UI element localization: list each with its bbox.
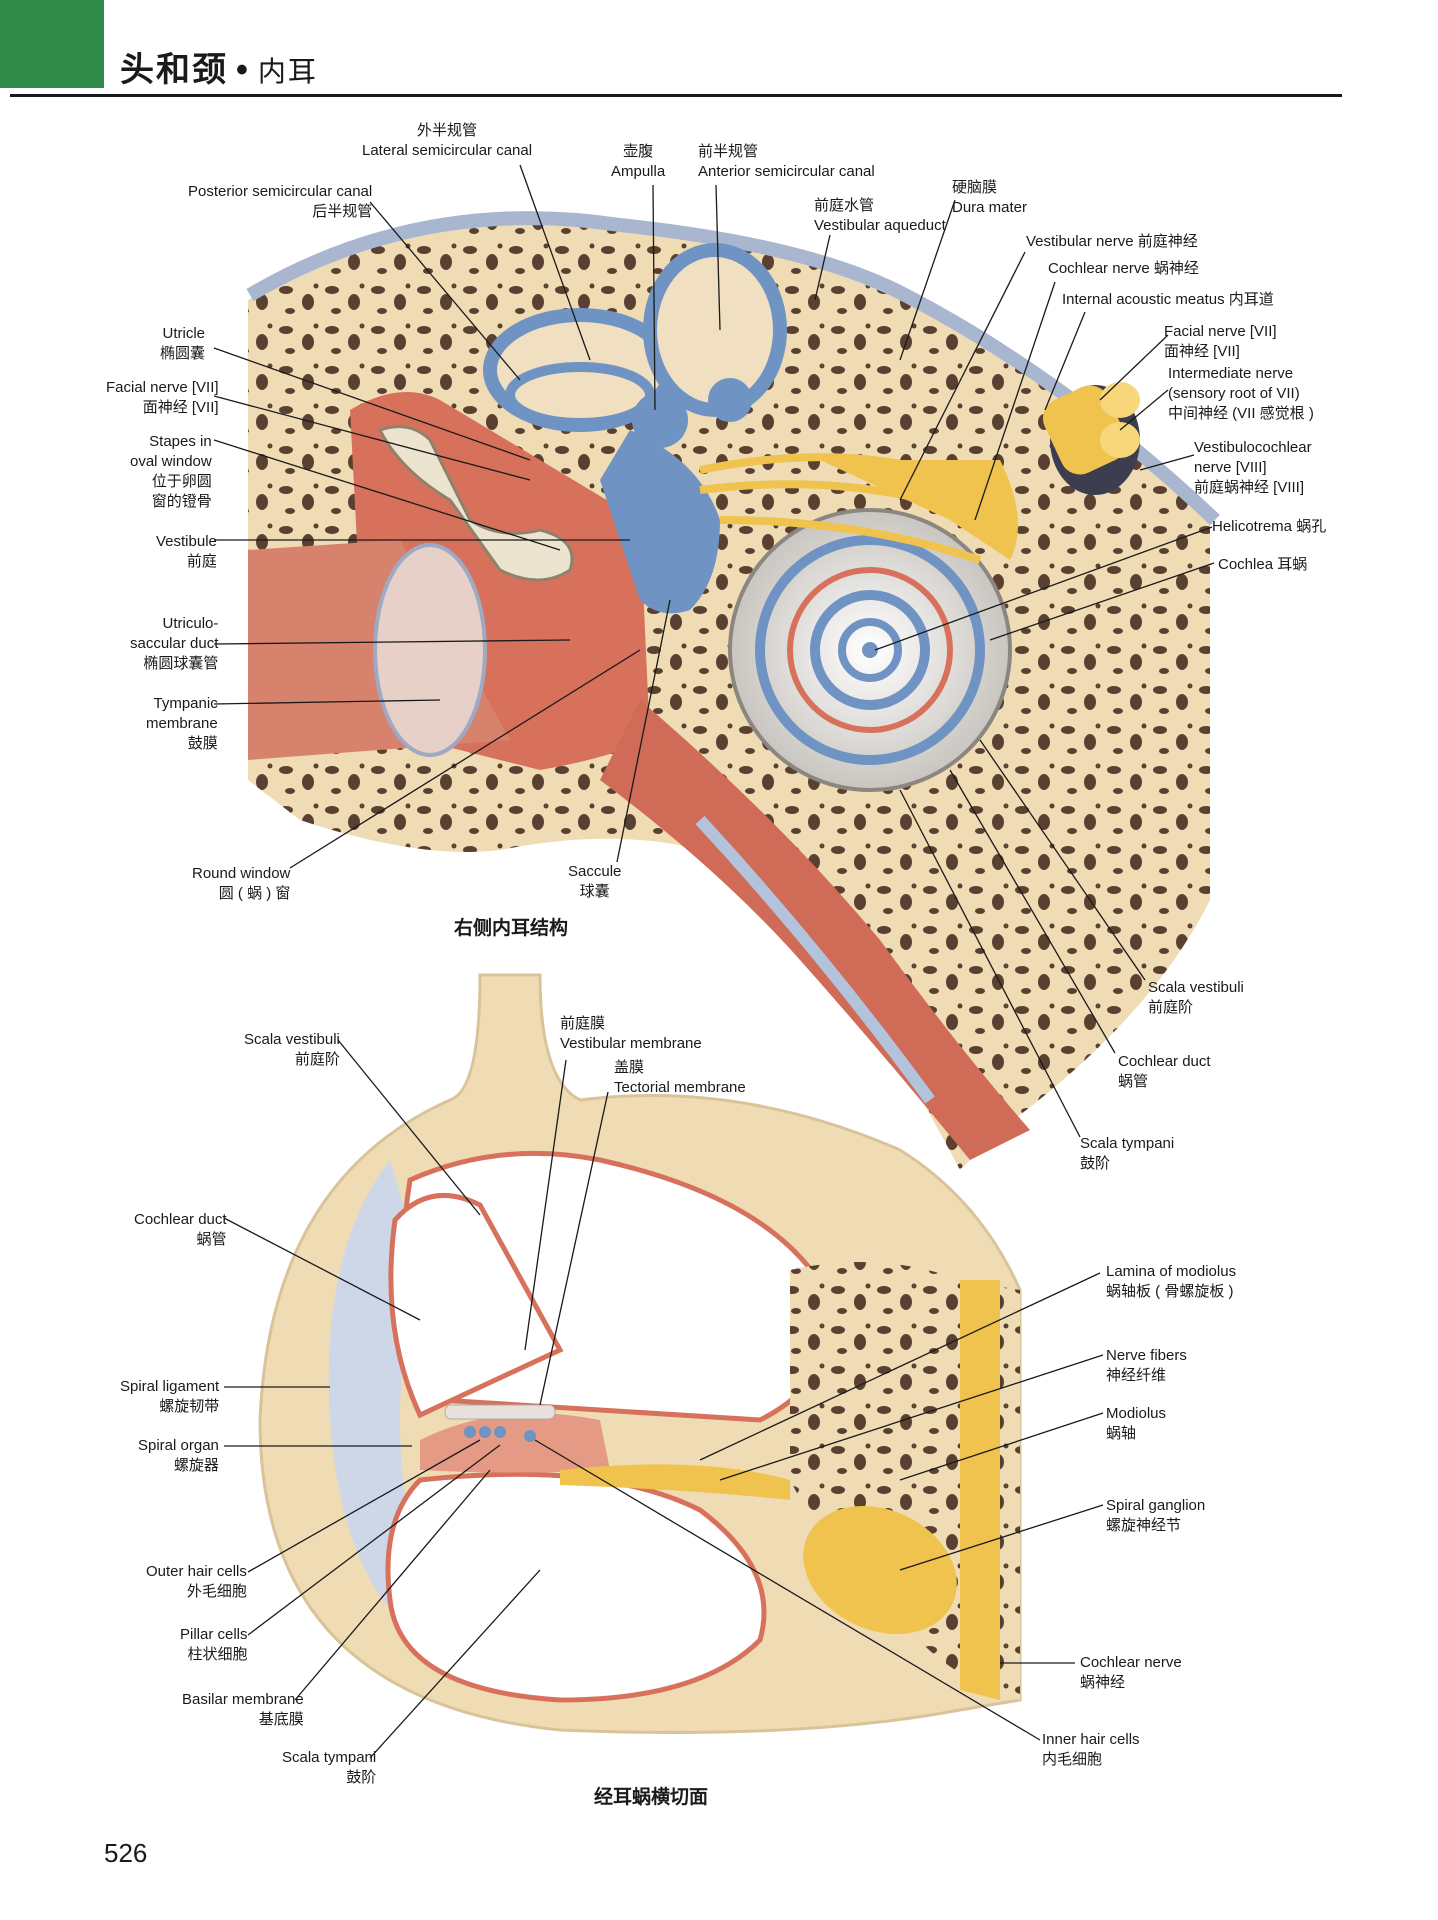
header-subtitle: 内耳: [257, 56, 318, 87]
label-scala-tympani-top: Scala tympani 鼓阶: [1080, 1135, 1175, 1172]
label-scala-vestibuli-bottom: Scala vestibuli 前庭阶: [244, 1031, 340, 1068]
spiral-organ-shape: [420, 1404, 610, 1473]
label-spiral-ligament: Spiral ligament 螺旋韧带: [120, 1378, 220, 1415]
header-rule: [10, 94, 1342, 97]
label-lateral-canal: 外半规管 Lateral semicircular canal: [362, 122, 533, 159]
label-lamina-modiolus: Lamina of modiolus 蜗轴板 ( 骨螺旋板 ): [1106, 1263, 1237, 1300]
semicircular-canals: [483, 243, 787, 448]
label-scala-tympani-bottom: Scala tympani 鼓阶: [282, 1749, 377, 1786]
tympanic-membrane-shape: [373, 543, 487, 757]
label-intermediate-nerve: Intermediate nerve (sensory root of VII)…: [1168, 365, 1314, 422]
header-title: 头和颈: [120, 51, 228, 89]
bottom-leader-lines: [223, 1039, 1104, 1759]
label-tympanic-membrane: Tympanic membrane 鼓膜: [146, 695, 218, 752]
label-cochlear-nerve-bottom: Cochlear nerve 蜗神经: [1080, 1654, 1182, 1691]
label-outer-hair-cells: Outer hair cells 外毛细胞: [146, 1563, 247, 1600]
top-leader-lines: [213, 164, 1215, 1138]
label-modiolus: Modiolus 蜗轴: [1106, 1405, 1167, 1442]
stapes-bone: [377, 425, 574, 582]
cochlea-spiral: [728, 508, 1012, 792]
page-number: 526: [104, 1838, 148, 1868]
label-facial-nerve-left: Facial nerve [VII] 面神经 [VII]: [106, 379, 219, 416]
bottom-figure-caption: 经耳蜗横切面: [594, 1787, 709, 1808]
label-ampulla: 壶腹 Ampulla: [611, 143, 666, 180]
label-cochlear-nerve-top: Cochlear nerve 蜗神经: [1048, 260, 1199, 277]
label-scala-vestibuli-top: Scala vestibuli 前庭阶: [1148, 979, 1244, 1016]
header-separator: •: [236, 51, 250, 89]
label-internal-meatus: Internal acoustic meatus 内耳道: [1062, 291, 1274, 308]
top-figure-drawing: [246, 211, 1220, 1171]
page-header: 头和颈•内耳: [120, 42, 318, 91]
label-dura-mater: 硬脑膜 Dura mater: [952, 179, 1028, 216]
label-round-window: Round window 圆 ( 蜗 ) 窗: [192, 865, 291, 902]
label-stapes: Stapes in oval window 位于卵圆 窗的镫骨: [130, 433, 212, 510]
label-cochlear-duct-top: Cochlear duct 蜗管: [1118, 1053, 1211, 1090]
osseous-lamina: [560, 1464, 790, 1500]
vestibule-sac: [600, 430, 720, 614]
label-vestibular-membrane: 前庭膜 Vestibular membrane: [560, 1015, 702, 1052]
chapter-tab: [0, 0, 104, 88]
cochlear-duct-chamber: [388, 1192, 564, 1419]
label-helicotrema: Helicotrema 蜗孔: [1212, 518, 1327, 535]
label-inner-hair-cells: Inner hair cells 内毛细胞: [1042, 1731, 1140, 1768]
label-vestibulocochlear: Vestibulocochlear nerve [VIII] 前庭蜗神经 [VI…: [1194, 439, 1312, 496]
cochlear-nerve-trunk: [960, 1280, 1000, 1700]
label-tectorial-membrane: 盖膜 Tectorial membrane: [614, 1059, 746, 1096]
label-basilar-membrane: Basilar membrane 基底膜: [182, 1691, 304, 1728]
bottom-figure-drawing: [258, 973, 1022, 1734]
label-utricle: Utricle 椭圆囊: [160, 325, 206, 362]
label-cochlea: Cochlea 耳蜗: [1218, 556, 1308, 573]
label-posterior-canal: Posterior semicircular canal 后半规管: [188, 183, 373, 220]
top-figure-caption: 右侧内耳结构: [454, 918, 569, 939]
eustachian-tube: [600, 700, 1030, 1160]
label-vestibular-nerve: Vestibular nerve 前庭神经: [1026, 233, 1198, 250]
label-facial-nerve-right: Facial nerve [VII] 面神经 [VII]: [1164, 323, 1277, 360]
label-vestibular-aqueduct: 前庭水管 Vestibular aqueduct: [814, 197, 946, 234]
label-utriculo-saccular-duct: Utriculo- saccular duct 椭圆球囊管: [130, 615, 219, 672]
label-anterior-canal: 前半规管 Anterior semicircular canal: [698, 143, 875, 180]
label-pillar-cells: Pillar cells 柱状细胞: [180, 1626, 248, 1663]
spiral-ganglion-shape: [803, 1505, 957, 1635]
label-spiral-organ: Spiral organ 螺旋器: [138, 1437, 219, 1474]
cut-nerve-stub: [1042, 382, 1140, 495]
label-cochlear-duct-bottom: Cochlear duct 蜗管: [134, 1211, 227, 1248]
nerve-bundle: [699, 453, 1018, 564]
label-saccule: Saccule 球囊: [568, 863, 622, 900]
label-spiral-ganglion: Spiral ganglion 螺旋神经节: [1106, 1497, 1206, 1534]
label-vestibule: Vestibule 前庭: [156, 533, 217, 570]
label-nerve-fibers: Nerve fibers 神经纤维: [1106, 1347, 1187, 1384]
